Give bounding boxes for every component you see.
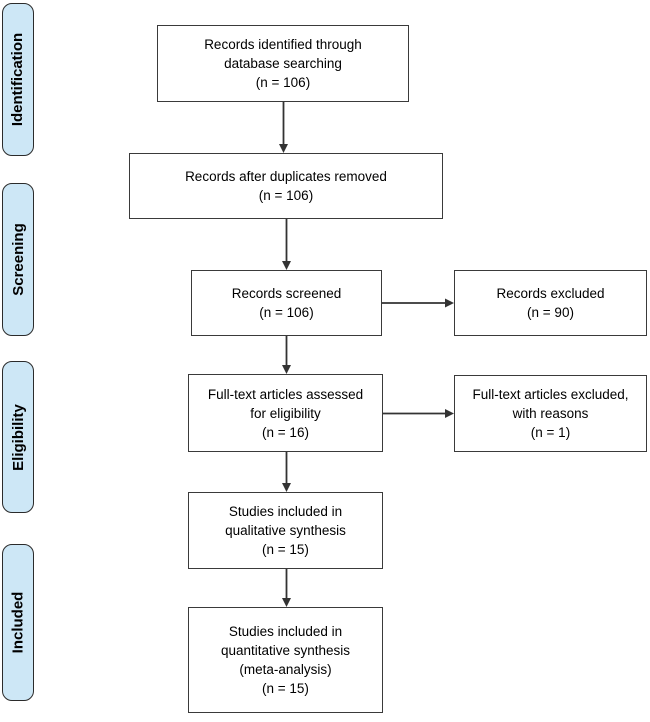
box-fulltext-excluded: Full-text articles excluded, with reason…	[454, 375, 647, 452]
box-quantitative-included: Studies included in quantitative synthes…	[188, 607, 383, 713]
arrow-screened-to-excluded	[382, 298, 454, 308]
arrow-qualitative-to-quantitative	[282, 569, 291, 607]
arrow-fulltext-to-qualitative	[282, 452, 291, 492]
stage-screening-label: Screening	[9, 223, 27, 296]
stage-included: Included	[2, 544, 34, 701]
box-duplicates-removed: Records after duplicates removed (n = 10…	[129, 153, 443, 219]
box-records-excluded: Records excluded (n = 90)	[454, 270, 647, 336]
box-records-identified: Records identified through database sear…	[157, 25, 409, 102]
box-qualitative-included: Studies included in qualitative synthesi…	[188, 492, 383, 569]
arrow-identified-to-duplicates	[279, 102, 288, 153]
arrow-screened-to-fulltext	[282, 336, 291, 374]
box-fulltext-assessed: Full-text articles assessed for eligibil…	[188, 374, 383, 452]
arrow-fulltext-to-excluded	[383, 409, 454, 418]
stage-included-label: Included	[9, 591, 27, 654]
stage-identification-label: Identification	[9, 32, 27, 127]
stage-eligibility-label: Eligibility	[9, 403, 27, 471]
stage-eligibility: Eligibility	[2, 361, 34, 513]
stage-identification: Identification	[2, 3, 34, 156]
arrow-duplicates-to-screened	[282, 219, 291, 270]
box-records-screened: Records screened (n = 106)	[191, 270, 382, 336]
stage-screening: Screening	[2, 183, 34, 336]
